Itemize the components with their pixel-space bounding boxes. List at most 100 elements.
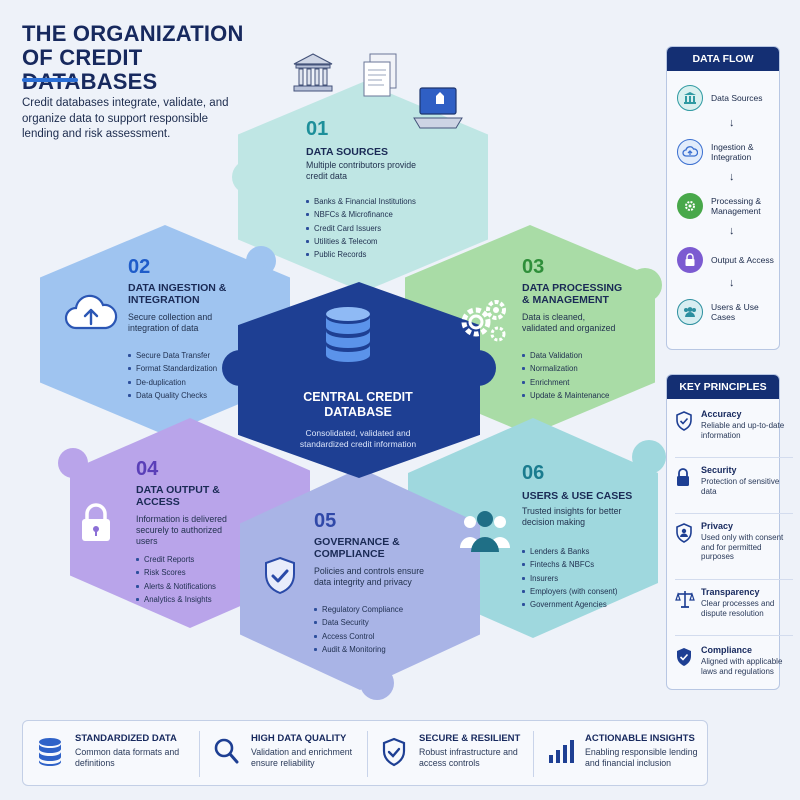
principle-description: Reliable and up-to-date information bbox=[701, 421, 785, 440]
divider bbox=[675, 635, 793, 636]
divider bbox=[199, 731, 200, 777]
highlight-title: HIGH DATA QUALITY bbox=[251, 733, 347, 744]
piece-number: 03 bbox=[522, 256, 545, 278]
flow-step: Data Sources bbox=[677, 85, 781, 111]
list-item: Fintechs & NBFCs bbox=[522, 561, 642, 569]
list-item: Data Security bbox=[314, 619, 434, 627]
piece-number: 01 bbox=[306, 118, 329, 140]
list-item: NBFCs & Microfinance bbox=[306, 211, 436, 219]
piece-number: 05 bbox=[314, 510, 337, 532]
lock-icon bbox=[677, 468, 689, 486]
principle-description: Used only with consent and for permitted… bbox=[701, 533, 784, 562]
principle-title: Security bbox=[701, 465, 737, 475]
flow-step-label: Ingestion & Integration bbox=[711, 141, 754, 162]
principle-description: Protection of sensitive data bbox=[701, 477, 780, 496]
title-underline bbox=[22, 78, 78, 82]
flow-step-label: Output & Access bbox=[711, 254, 774, 265]
arrow-down-icon: ↓ bbox=[729, 171, 735, 183]
bank-icon bbox=[293, 53, 333, 92]
piece-title: DATA PROCESSING & MANAGEMENT bbox=[522, 282, 623, 307]
flow-step: Ingestion & Integration bbox=[677, 139, 781, 165]
central-title: CENTRAL CREDIT DATABASE bbox=[303, 390, 413, 419]
piece-description: Policies and controls ensure data integr… bbox=[314, 566, 425, 587]
highlight-description: Enabling responsible lending and financi… bbox=[585, 747, 698, 768]
bank-icon bbox=[677, 85, 703, 111]
shield-check-icon bbox=[265, 556, 295, 595]
intro-text: Credit databases integrate, validate, an… bbox=[22, 97, 229, 141]
piece-item-list: Secure Data Transfer Format Standardizat… bbox=[128, 352, 248, 405]
flow-step-label: Data Sources bbox=[711, 92, 763, 103]
principle-title: Transparency bbox=[701, 587, 760, 597]
highlight-title: SECURE & RESILIENT bbox=[419, 733, 521, 744]
cloud-upload-icon bbox=[677, 139, 703, 165]
piece-title: DATA SOURCES bbox=[306, 146, 389, 158]
principle-title: Accuracy bbox=[701, 409, 742, 419]
database-icon bbox=[39, 738, 61, 766]
gears-icon bbox=[677, 193, 703, 219]
list-item: Lenders & Banks bbox=[522, 548, 642, 556]
shield-check-icon bbox=[382, 737, 406, 767]
highlight-description: Robust infrastructure and access control… bbox=[419, 747, 518, 768]
list-item: Alerts & Notifications bbox=[136, 582, 256, 591]
piece-title: USERS & USE CASES bbox=[522, 490, 633, 502]
list-item: Public Records bbox=[306, 251, 436, 259]
list-item: De-duplication bbox=[128, 378, 248, 387]
page-title: THE ORGANIZATION OF CREDIT DATABASES bbox=[22, 21, 244, 95]
highlight-title: STANDARDIZED DATA bbox=[75, 733, 177, 744]
data-flow-title: DATA FLOW bbox=[667, 47, 779, 71]
shield-check-icon bbox=[676, 411, 692, 431]
list-item: Audit & Monitoring bbox=[314, 646, 434, 654]
list-item: Credit Reports bbox=[136, 556, 256, 564]
divider bbox=[367, 731, 368, 777]
flow-step: Users & Use Cases bbox=[677, 299, 781, 325]
person-shield-icon bbox=[676, 523, 692, 543]
highlight-title: ACTIONABLE INSIGHTS bbox=[585, 733, 695, 744]
magnifier-icon bbox=[214, 738, 239, 764]
piece-number: 04 bbox=[136, 458, 159, 480]
principle-description: Clear processes and dispute resolution bbox=[701, 599, 775, 618]
list-item: Data Quality Checks bbox=[128, 392, 248, 400]
highlight-description: Common data formats and definitions bbox=[75, 747, 180, 768]
bar-chart-icon bbox=[549, 740, 574, 763]
divider bbox=[675, 513, 793, 514]
highlight-description: Validation and enrichment ensure reliabi… bbox=[251, 747, 353, 768]
list-item: Regulatory Compliance bbox=[314, 606, 434, 614]
list-item: Credit Card Issuers bbox=[306, 224, 436, 233]
list-item: Secure Data Transfer bbox=[128, 352, 248, 360]
piece-title: DATA INGESTION & INTEGRATION bbox=[128, 282, 227, 307]
arrow-down-icon: ↓ bbox=[729, 225, 735, 237]
list-item: Analytics & Insights bbox=[136, 596, 256, 604]
arrow-down-icon: ↓ bbox=[729, 117, 735, 129]
piece-description: Trusted insights for better decision mak… bbox=[522, 506, 622, 527]
piece-description: Data is cleaned, validated and organized bbox=[522, 312, 616, 333]
principle-description: Aligned with applicable laws and regulat… bbox=[701, 657, 783, 676]
list-item: Risk Scores bbox=[136, 569, 256, 577]
piece-item-list: Lenders & Banks Fintechs & NBFCs Insurer… bbox=[522, 548, 642, 614]
piece-number: 06 bbox=[522, 462, 545, 484]
data-flow-panel: DATA FLOW Data Sources ↓ Ingestion & Int… bbox=[666, 46, 780, 350]
piece-title: GOVERNANCE & COMPLIANCE bbox=[314, 536, 400, 561]
scales-icon bbox=[675, 591, 695, 608]
piece-item-list: Regulatory Compliance Data Security Acce… bbox=[314, 606, 434, 659]
shield-check-icon bbox=[677, 648, 691, 666]
piece-title: DATA OUTPUT & ACCESS bbox=[136, 484, 220, 509]
flow-step-label: Users & Use Cases bbox=[711, 301, 759, 322]
principle-title: Compliance bbox=[701, 645, 753, 655]
principle-title: Privacy bbox=[701, 521, 734, 531]
list-item: Utilities & Telecom bbox=[306, 238, 436, 246]
piece-description: Information is delivered securely to aut… bbox=[136, 514, 227, 546]
list-item: Enrichment bbox=[522, 378, 632, 387]
piece-description: Secure collection and integration of dat… bbox=[128, 312, 213, 333]
list-item: Employers (with consent) bbox=[522, 588, 642, 596]
users-icon bbox=[460, 511, 510, 552]
footer-highlights: STANDARDIZED DATA Common data formats an… bbox=[22, 720, 708, 786]
divider bbox=[675, 457, 793, 458]
piece-number: 02 bbox=[128, 256, 151, 278]
list-item: Insurers bbox=[522, 574, 642, 583]
piece-item-list: Data Validation Normalization Enrichment… bbox=[522, 352, 632, 405]
lock-icon bbox=[82, 503, 110, 541]
piece-item-list: Credit Reports Risk Scores Alerts & Noti… bbox=[136, 556, 256, 609]
lock-icon bbox=[677, 247, 703, 273]
laptop-icon bbox=[413, 87, 463, 129]
documents-icon bbox=[363, 53, 397, 97]
